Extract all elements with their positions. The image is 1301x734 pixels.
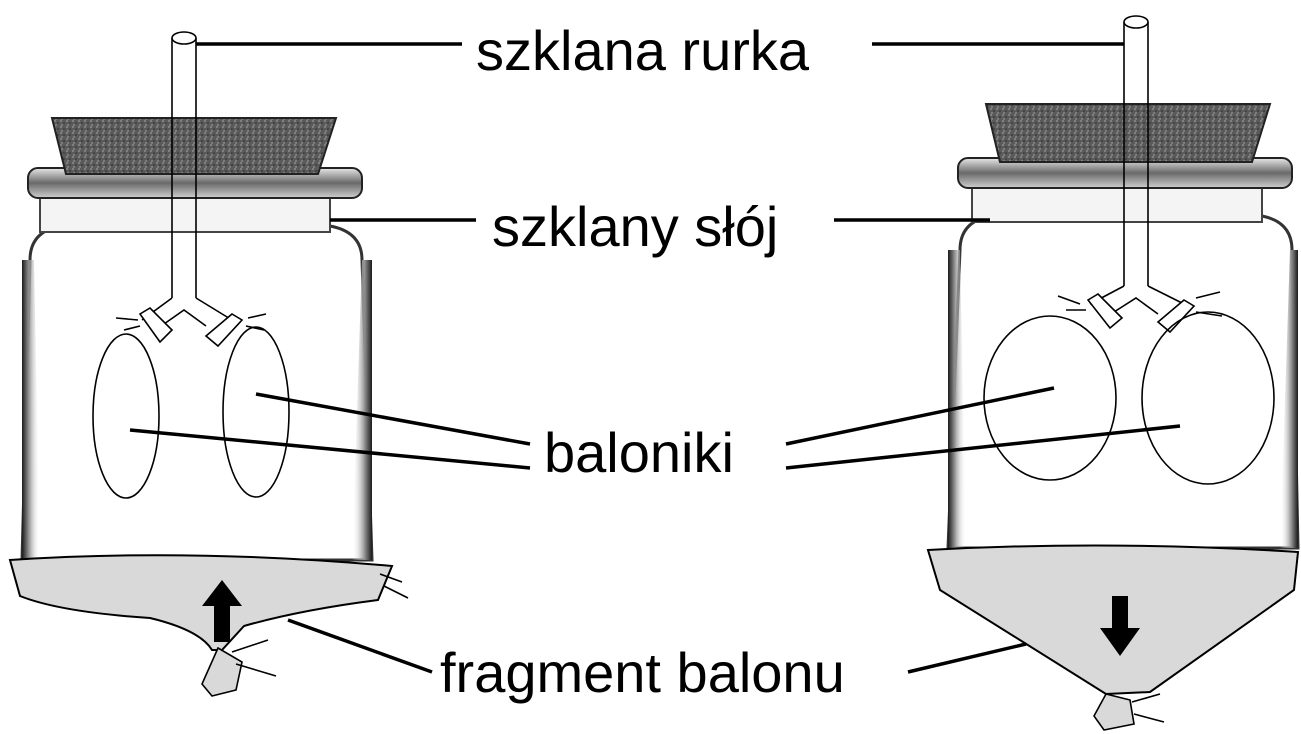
right-down-arrow (1100, 596, 1140, 656)
label-glass-tube: szklana rurka (476, 19, 810, 82)
left-balloon-right (222, 326, 290, 498)
right-balloon-left (983, 315, 1117, 481)
leader-balloon-l2 (129, 428, 531, 470)
leader-balloon-r2 (785, 424, 1181, 470)
right-cork (984, 103, 1272, 163)
leader-lines (129, 42, 1181, 674)
right-glass-tube (1057, 15, 1223, 334)
left-membrane (8, 554, 409, 697)
left-glass-tube (115, 31, 267, 348)
left-jar-model (8, 31, 409, 697)
label-glass-jar: szklany słój (492, 195, 778, 258)
right-jar-model (926, 15, 1300, 731)
left-glass-jar (20, 167, 374, 562)
label-balloons: baloniki (544, 421, 734, 484)
right-balloon-right (1141, 311, 1275, 485)
label-balloon-fragment: fragment balonu (440, 641, 845, 704)
leader-balloon-l1 (255, 392, 531, 446)
leader-membrane-right (907, 642, 1027, 674)
leader-membrane-left (287, 618, 433, 674)
left-balloon-left (92, 333, 160, 499)
right-glass-jar (946, 157, 1300, 550)
leader-balloon-r1 (785, 386, 1055, 446)
left-cork (50, 117, 338, 175)
left-up-arrow (202, 580, 242, 642)
